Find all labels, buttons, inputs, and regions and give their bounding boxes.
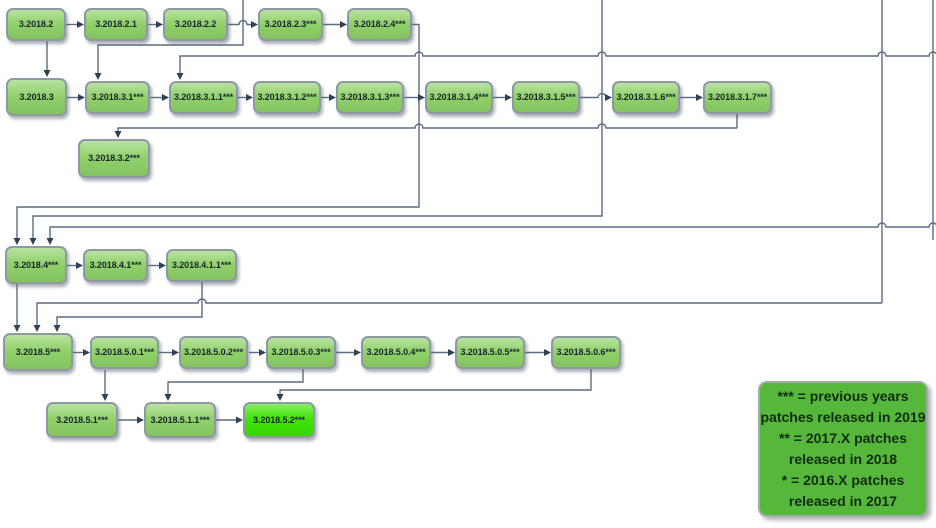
node-3-2018-3-1-4: 3.2018.3.1.4*** — [425, 81, 493, 114]
node-3-2018-5-1-1: 3.2018.5.1.1*** — [144, 402, 216, 438]
legend-line: released in 2018 — [788, 451, 898, 467]
node-3-2018-4-1-1: 3.2018.4.1.1*** — [166, 249, 237, 282]
node-3-2018-4-1: 3.2018.4.1*** — [83, 249, 148, 282]
node-3-2018-5-0-1: 3.2018.5.0.1*** — [90, 336, 159, 369]
node-3-2018-5-0-3: 3.2018.5.0.3*** — [266, 336, 336, 369]
node-3-2018-3-1: 3.2018.3.1*** — [85, 81, 150, 114]
legend-line: patches released in 2019 — [760, 409, 926, 425]
legend-line: *** = previous years — [777, 388, 909, 404]
node-3-2018-2-2: 3.2018.2.2 — [163, 8, 228, 41]
node-3-2018-2-1: 3.2018.2.1 — [84, 8, 148, 41]
legend-line: released in 2017 — [788, 493, 898, 509]
legend-line: ** = 2017.X patches — [778, 430, 908, 446]
node-3-2018-3-1-3: 3.2018.3.1.3*** — [336, 81, 404, 114]
node-3-2018-2-4: 3.2018.2.4*** — [347, 8, 412, 41]
legend-box: *** = previous years patches released in… — [758, 381, 928, 517]
node-3-2018-5-1: 3.2018.5.1*** — [46, 402, 118, 438]
node-3-2018-5-0-4: 3.2018.5.0.4*** — [361, 336, 431, 369]
node-3-2018-5-0-5: 3.2018.5.0.5*** — [455, 336, 525, 369]
node-3-2018-3-1-7: 3.2018.3.1.7*** — [703, 81, 772, 114]
legend-line: * = 2016.X patches — [781, 472, 905, 488]
node-3-2018-2: 3.2018.2 — [6, 8, 66, 41]
node-3-2018-3: 3.2018.3 — [6, 78, 67, 116]
node-3-2018-4: 3.2018.4*** — [5, 246, 67, 284]
node-3-2018-5-0-6: 3.2018.5.0.6*** — [551, 336, 621, 369]
node-3-2018-5: 3.2018.5*** — [3, 333, 73, 371]
node-3-2018-5-2: 3.2018.5.2*** — [243, 402, 315, 438]
node-3-2018-5-0-2: 3.2018.5.0.2*** — [179, 336, 248, 369]
node-3-2018-3-1-2: 3.2018.3.1.2*** — [253, 81, 321, 114]
node-3-2018-3-2: 3.2018.3.2*** — [78, 139, 150, 178]
node-3-2018-2-3: 3.2018.2.3*** — [258, 8, 323, 41]
node-3-2018-3-1-1: 3.2018.3.1.1*** — [169, 81, 238, 114]
node-3-2018-3-1-5: 3.2018.3.1.5*** — [512, 81, 580, 114]
node-3-2018-3-1-6: 3.2018.3.1.6*** — [612, 81, 680, 114]
